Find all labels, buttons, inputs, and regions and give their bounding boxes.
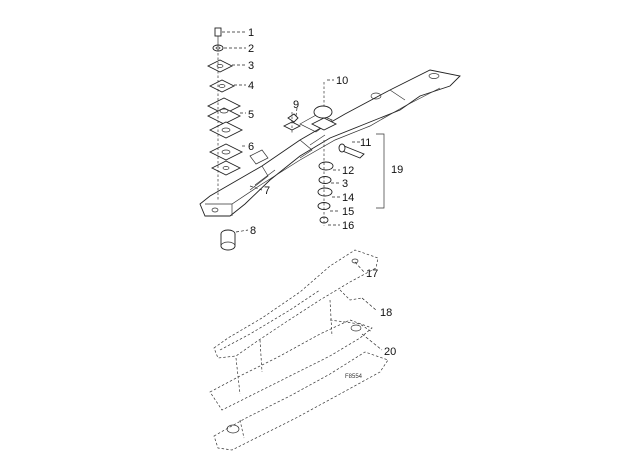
callout-14: 14 bbox=[342, 192, 354, 204]
callout-8: 8 bbox=[250, 225, 256, 237]
callout-6: 6 bbox=[248, 141, 254, 153]
callout-17: 17 bbox=[366, 268, 378, 280]
frame-rail-lower bbox=[209, 249, 389, 451]
callout-3: 3 bbox=[248, 60, 254, 72]
callout-10: 10 bbox=[336, 75, 348, 87]
callout-11: 11 bbox=[360, 137, 371, 149]
callout-5: 5 bbox=[248, 109, 254, 121]
mount-stack-left bbox=[206, 27, 244, 251]
callout-7: 7 bbox=[264, 185, 270, 197]
callout-15: 15 bbox=[342, 206, 354, 218]
callout-12: 12 bbox=[342, 165, 354, 177]
callout-18: 18 bbox=[380, 307, 392, 319]
callout-20: 20 bbox=[384, 346, 396, 358]
frame-rail-upper bbox=[199, 69, 461, 217]
mount-stack-right bbox=[282, 82, 385, 226]
reference-code: F8554 bbox=[345, 374, 363, 380]
callout-3b: 3 bbox=[342, 178, 348, 190]
callout-16: 16 bbox=[342, 220, 354, 232]
callout-4: 4 bbox=[248, 80, 254, 92]
callout-1: 1 bbox=[248, 27, 254, 39]
callout-2: 2 bbox=[248, 43, 254, 55]
callout-9: 9 bbox=[293, 99, 299, 111]
callout-19: 19 bbox=[391, 164, 403, 176]
callout-labels: 1 2 3 4 5 6 7 8 9 10 11 12 3 14 15 16 17… bbox=[248, 27, 403, 380]
leader-lines bbox=[222, 31, 383, 351]
